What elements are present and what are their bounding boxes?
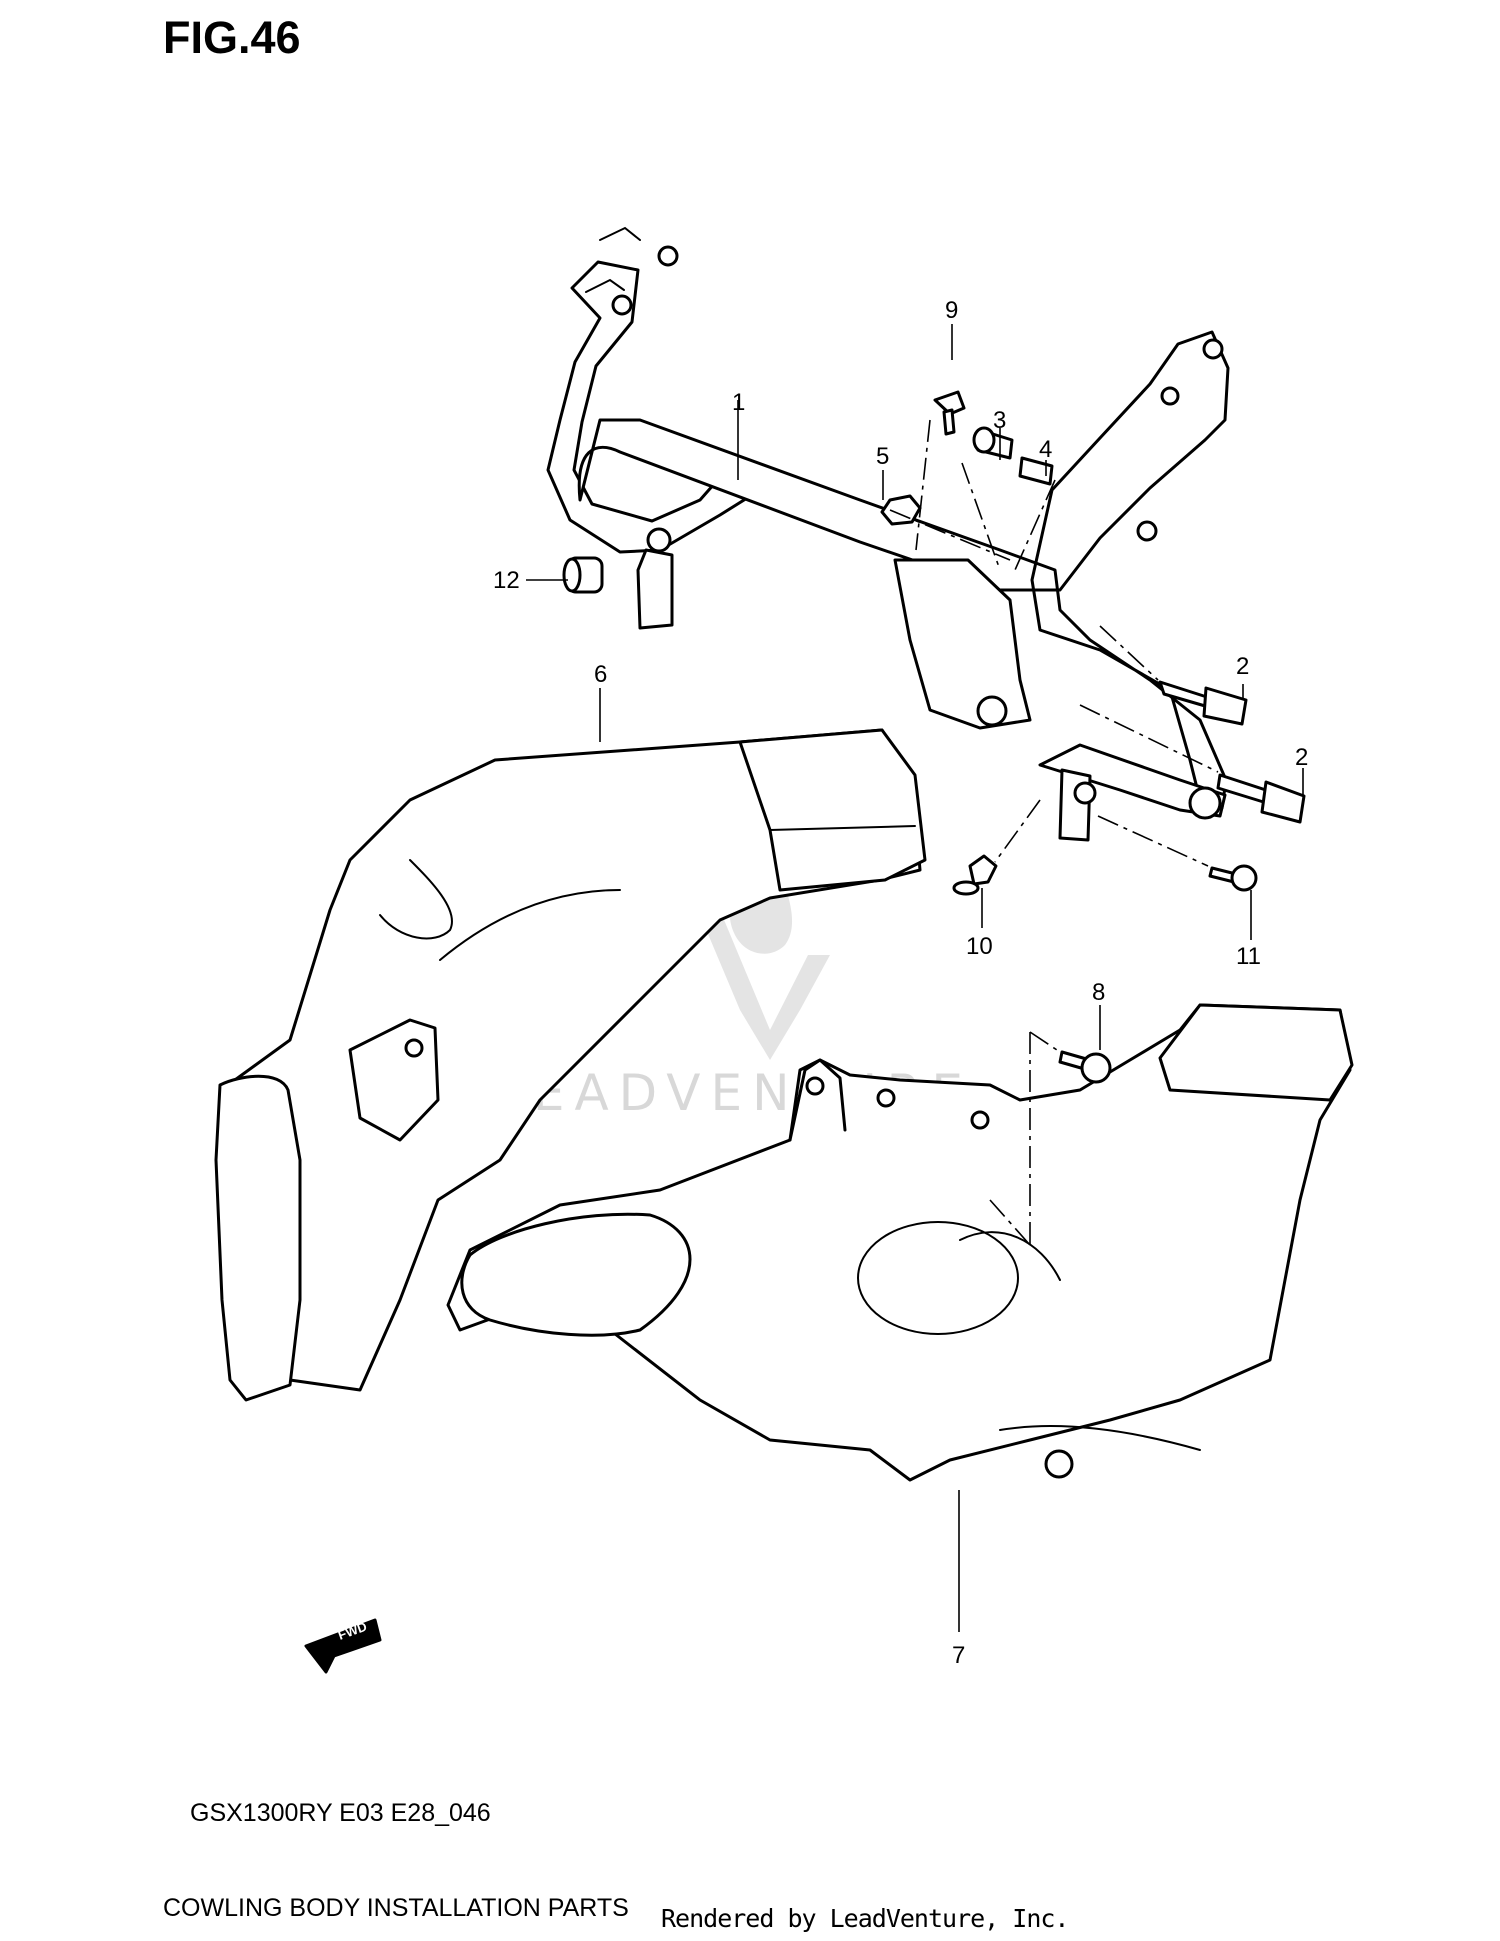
credit-text: Rendered by LeadVenture, Inc. xyxy=(661,1904,1069,1933)
diagram-caption: COWLING BODY INSTALLATION PARTS xyxy=(163,1894,629,1922)
callout-8: 8 xyxy=(1092,979,1105,1006)
callout-6: 6 xyxy=(594,661,607,688)
screw-11 xyxy=(1208,864,1258,892)
air-duct-right xyxy=(446,1003,1354,1482)
leader-lines xyxy=(526,324,1304,1632)
screw-9 xyxy=(933,390,966,436)
callout-labels: 1 2 2 3 4 5 6 7 8 9 10 11 12 xyxy=(493,297,1308,1669)
bracket-frame xyxy=(546,226,1230,842)
model-code: GSX1300RY E03 E28_046 xyxy=(190,1799,491,1827)
air-duct-left xyxy=(214,728,927,1402)
callout-9: 9 xyxy=(945,297,958,324)
callout-12: 12 xyxy=(493,567,520,594)
figure-title: FIG.46 xyxy=(163,12,301,63)
callout-10: 10 xyxy=(966,933,993,960)
screw-8 xyxy=(1058,1050,1112,1084)
callout-7: 7 xyxy=(952,1642,965,1669)
bolt-2a xyxy=(1158,680,1248,726)
callout-2a: 2 xyxy=(1236,653,1249,680)
nut-5 xyxy=(880,494,922,526)
spacer-4 xyxy=(1018,456,1054,486)
clip-10 xyxy=(952,854,998,896)
cushion-collar-3 xyxy=(972,426,1014,460)
callout-2b: 2 xyxy=(1295,744,1308,771)
cushion-12 xyxy=(562,556,604,594)
callout-11: 11 xyxy=(1236,943,1261,970)
callout-3: 3 xyxy=(993,407,1006,434)
callout-4: 4 xyxy=(1039,436,1052,463)
bolt-2b xyxy=(1216,773,1306,824)
callout-5: 5 xyxy=(876,443,889,470)
fwd-arrow-icon: FWD xyxy=(304,1618,382,1674)
callout-1: 1 xyxy=(732,389,745,416)
